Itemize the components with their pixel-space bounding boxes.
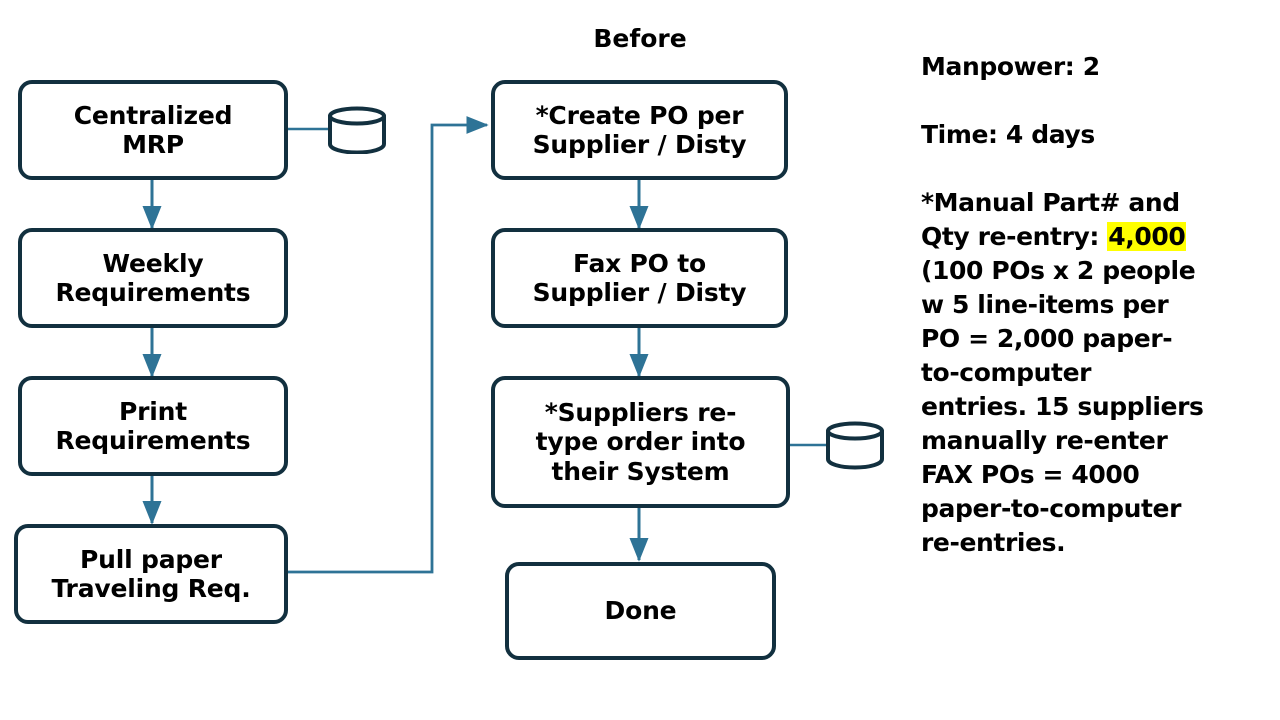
highlight-4000-badge: 4,000 (1107, 222, 1187, 251)
note-detail-line-2-text: Qty re-entry: (921, 222, 1108, 251)
note-detail-line-5: PO = 2,000 paper- (921, 324, 1173, 353)
section-heading-before: Before (593, 24, 687, 53)
note-detail-line-9: FAX POs = 4000 (921, 460, 1140, 489)
note-spacer-1 (921, 84, 1280, 118)
node-pull-paper-traveling-req[interactable]: Pull paper Traveling Req. (14, 524, 288, 624)
node-suppliers-retype[interactable]: *Suppliers re- type order into their Sys… (491, 376, 790, 508)
annotation-column: Manpower: 2 Time: 4 days *Manual Part# a… (921, 50, 1280, 560)
arrow-pull-to-create-po (288, 116, 489, 574)
note-detail-line-4: w 5 line-items per (921, 290, 1169, 319)
node-centralized-mrp[interactable]: Centralized MRP (18, 80, 288, 180)
note-detail-line-2: Qty re-entry: 4,000 (921, 220, 1280, 254)
node-fax-po[interactable]: Fax PO to Supplier / Disty (491, 228, 788, 328)
note-detail-line-6: to-computer (921, 358, 1092, 387)
note-detail-line-8: manually re-enter (921, 426, 1168, 455)
note-detail-line-7: entries. 15 suppliers (921, 392, 1204, 421)
note-detail-line-10: paper-to-computer (921, 494, 1181, 523)
note-time: Time: 4 days (921, 120, 1095, 149)
note-manpower: Manpower: 2 (921, 52, 1100, 81)
node-done[interactable]: Done (505, 562, 776, 660)
node-print-requirements[interactable]: Print Requirements (18, 376, 288, 476)
note-spacer-2 (921, 152, 1280, 186)
note-detail-line-11: re-entries. (921, 528, 1066, 557)
note-detail-line-1: *Manual Part# and (921, 188, 1180, 217)
node-weekly-requirements[interactable]: Weekly Requirements (18, 228, 288, 328)
note-detail-line-3: (100 POs x 2 people (921, 256, 1196, 285)
supplier-database-icon (826, 421, 884, 470)
node-create-po[interactable]: *Create PO per Supplier / Disty (491, 80, 788, 180)
mrp-database-icon (328, 106, 386, 154)
